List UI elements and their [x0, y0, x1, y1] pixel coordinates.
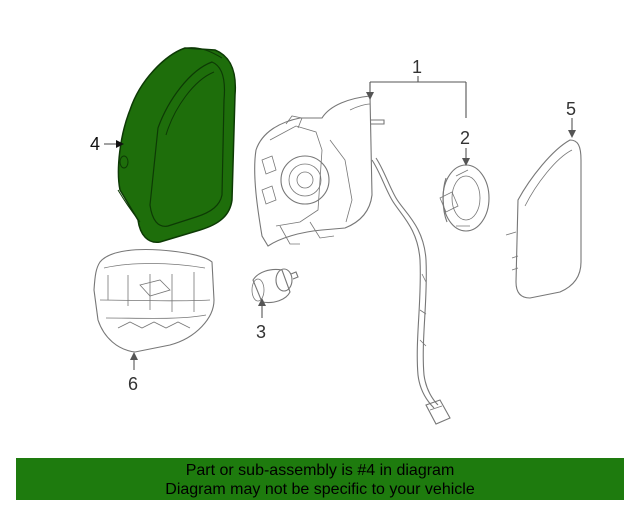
- part-4-mirror-housing[interactable]: [117, 47, 237, 243]
- housing-body: [117, 47, 237, 243]
- banner-line-2: Diagram may not be specific to your vehi…: [165, 481, 475, 498]
- callout-3: 3: [256, 322, 266, 342]
- info-banner: Part or sub-assembly is #4 in diagram Di…: [16, 458, 624, 500]
- part-6-lower-cover[interactable]: [93, 249, 215, 353]
- arrow-6: [130, 352, 138, 360]
- arrow-3: [258, 298, 266, 306]
- housing-clip: [119, 155, 129, 169]
- callout-1: 1: [412, 57, 422, 77]
- housing-lip: [117, 189, 141, 223]
- part-2-adjuster[interactable]: [439, 164, 490, 232]
- leader-1: [369, 76, 467, 118]
- part-1-mirror-base[interactable]: [254, 95, 451, 425]
- arrow-2: [462, 158, 470, 166]
- part-3-motor[interactable]: [251, 268, 299, 304]
- leader-lines: [104, 76, 576, 370]
- callout-4: 4: [90, 134, 100, 154]
- callout-5: 5: [566, 99, 576, 119]
- housing-edge: [185, 47, 223, 59]
- part-5-mirror-glass[interactable]: [505, 139, 582, 299]
- arrow-5: [568, 130, 576, 138]
- callout-2: 2: [460, 128, 470, 148]
- arrow-1: [366, 92, 374, 100]
- housing-inner-rim: [149, 61, 226, 227]
- arrow-4: [116, 140, 124, 148]
- banner-line-1: Part or sub-assembly is #4 in diagram: [185, 462, 455, 479]
- callout-6: 6: [128, 374, 138, 394]
- housing-inner-rim-2: [165, 71, 215, 136]
- parts-diagram: 1 2 3 4 5 6: [90, 47, 582, 425]
